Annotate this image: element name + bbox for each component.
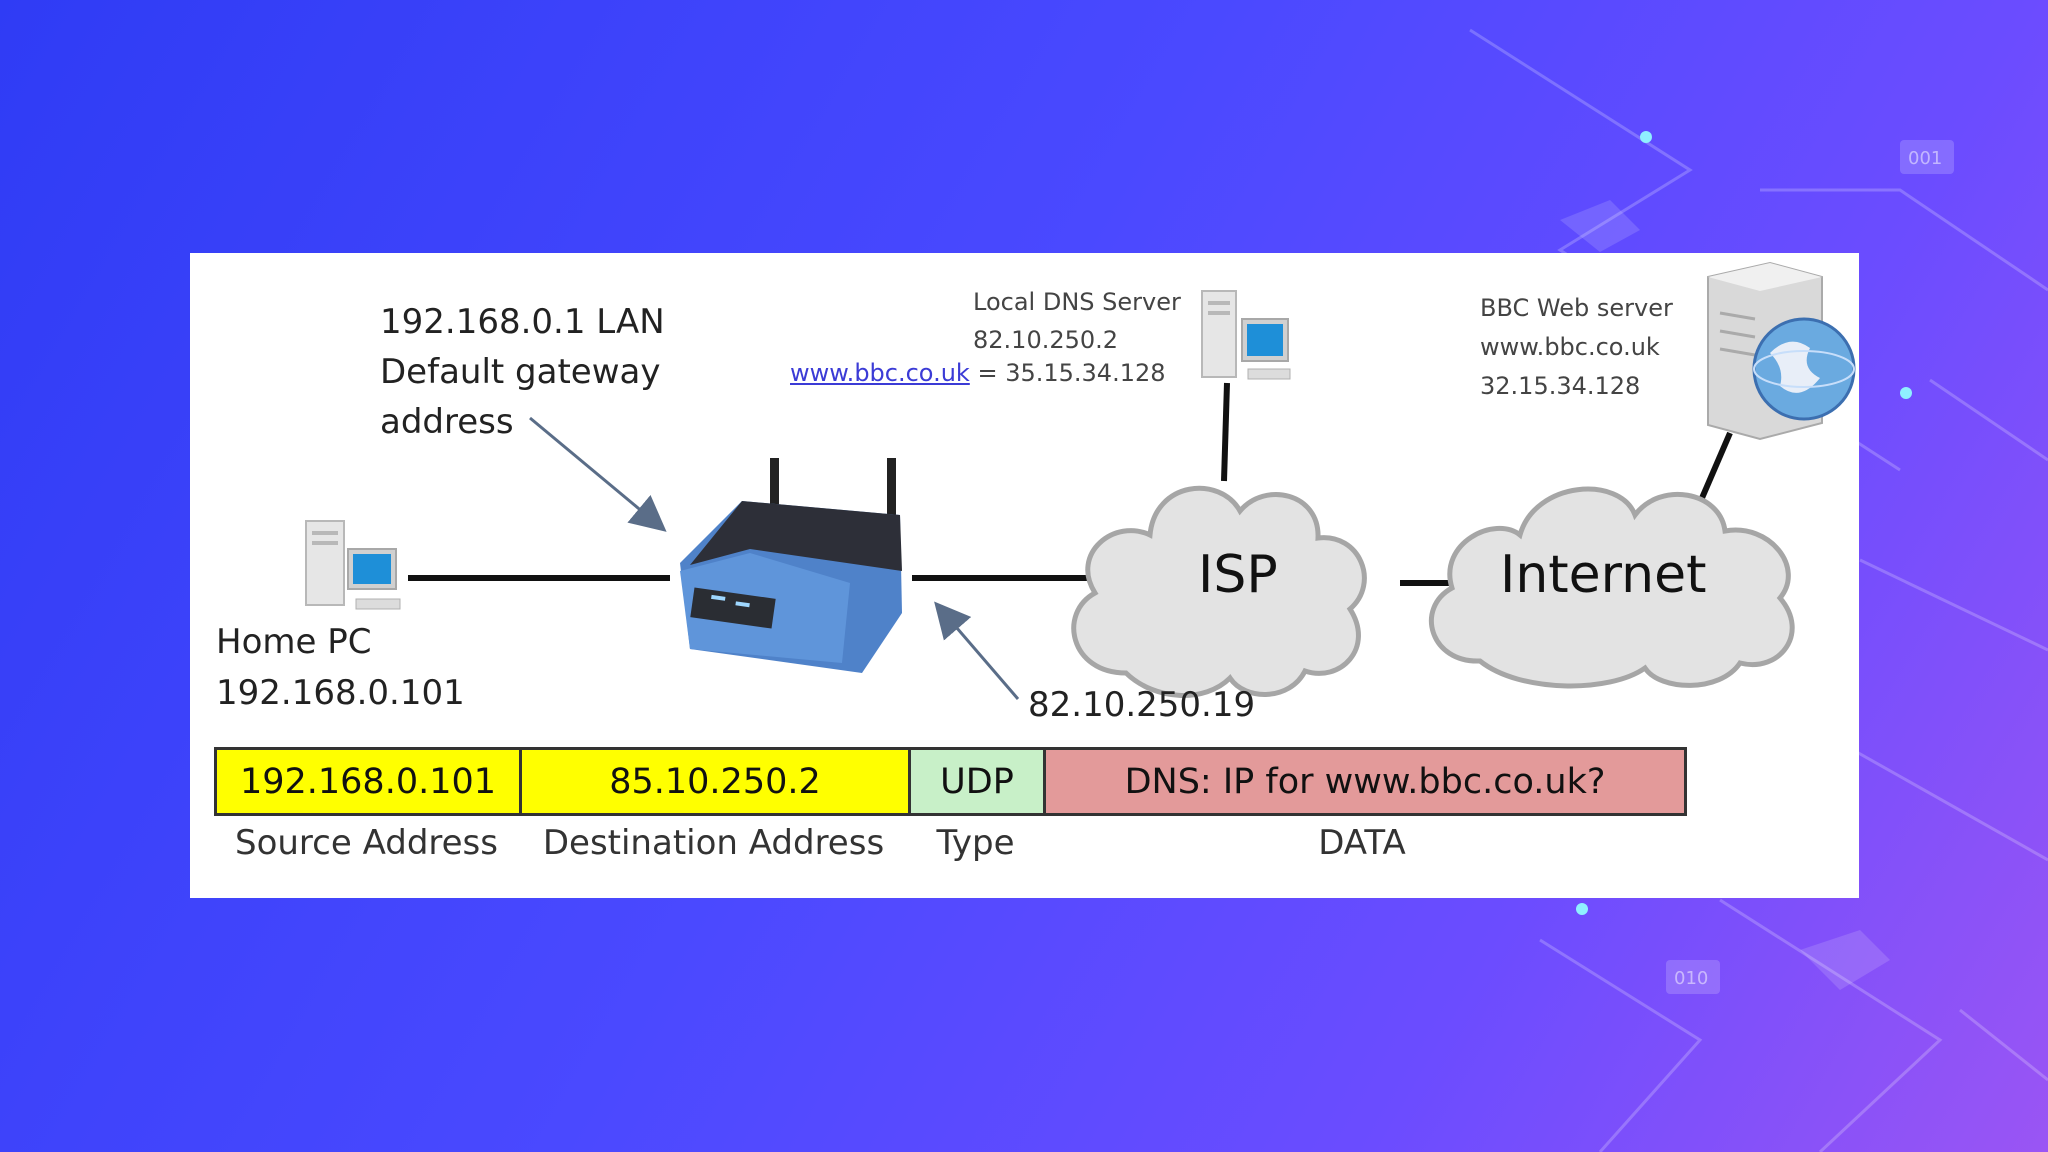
- packet-type: UDP: [911, 750, 1046, 813]
- gateway-line-address: address: [380, 402, 514, 442]
- bbc-server-domain: www.bbc.co.uk: [1480, 333, 1660, 361]
- gateway-line-ip: 192.168.0.1 LAN: [380, 302, 665, 342]
- packet-diagram: 192.168.0.101 85.10.250.2 UDP DNS: IP fo…: [214, 747, 1687, 816]
- wan-arrow: [934, 601, 1020, 700]
- gateway-line-title: Default gateway: [380, 352, 661, 392]
- packet-source: 192.168.0.101: [217, 750, 522, 813]
- link-isp-dns: [1221, 382, 1230, 482]
- gateway-label: 192.168.0.1 LAN Default gateway address: [380, 297, 665, 447]
- isp-cloud-label: ISP: [1198, 545, 1278, 605]
- caption-type: Type: [936, 823, 1015, 863]
- caption-data: DATA: [1318, 823, 1406, 863]
- internet-cloud-label: Internet: [1500, 545, 1707, 605]
- local-dns-ip: 82.10.250.2: [973, 326, 1119, 354]
- home-pc-name: Home PC: [216, 622, 372, 662]
- local-dns-label: Local DNS Server 82.10.250.2: [973, 283, 1181, 359]
- dns-mapping-ip: = 35.15.34.128: [977, 359, 1166, 387]
- bbc-link[interactable]: www.bbc.co.uk: [790, 359, 970, 387]
- bbc-server-ip: 32.15.34.128: [1480, 372, 1641, 400]
- decor-label-010: 010: [1674, 968, 1708, 989]
- cloud-icon: [1071, 485, 1367, 698]
- packet-captions: Source Address Destination Address Type …: [214, 823, 1681, 863]
- globe-icon: [1752, 317, 1856, 421]
- server-icon: [1201, 290, 1291, 380]
- node-dot: [1576, 131, 1912, 915]
- caption-destination: Destination Address: [542, 823, 885, 863]
- bbc-server-title: BBC Web server: [1480, 294, 1673, 322]
- caption-source: Source Address: [235, 823, 498, 863]
- packet-data: DNS: IP for www.bbc.co.uk?: [1046, 750, 1684, 813]
- home-pc-ip: 192.168.0.101: [216, 673, 465, 713]
- diagram-graphics: [305, 261, 1856, 700]
- cloud-icon: [1428, 486, 1795, 689]
- link-internet-bbc: [1699, 431, 1733, 500]
- router-icon: [680, 458, 902, 673]
- bbc-server-label: BBC Web server www.bbc.co.uk 32.15.34.12…: [1480, 289, 1673, 406]
- wan-ip-label: 82.10.250.19: [1028, 685, 1256, 725]
- gateway-arrow: [529, 416, 667, 532]
- computer-icon: [305, 520, 401, 610]
- decor-label-001: 001: [1908, 148, 1942, 169]
- packet-destination: 85.10.250.2: [522, 750, 911, 813]
- dns-mapping: www.bbc.co.uk = 35.15.34.128: [790, 359, 1166, 387]
- local-dns-title: Local DNS Server: [973, 288, 1181, 316]
- network-diagram-panel: 192.168.0.1 LAN Default gateway address …: [190, 253, 1859, 898]
- home-pc-label: Home PC 192.168.0.101: [216, 617, 465, 719]
